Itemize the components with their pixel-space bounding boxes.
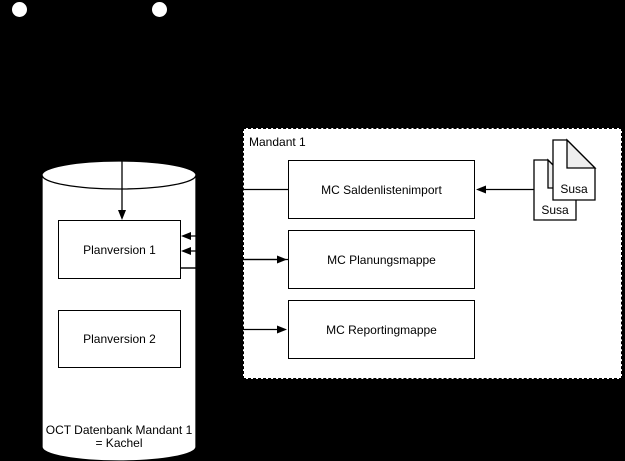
arrowhead-left-icon — [476, 185, 486, 194]
connector-lines — [121, 134, 534, 331]
arrowhead-down-icon — [118, 210, 126, 220]
document-front-label: Susa — [560, 182, 588, 196]
arrowhead-left-icon — [181, 247, 191, 255]
bullet-dot-1 — [12, 2, 27, 17]
node-planversion-2: Planversion 2 — [58, 310, 181, 368]
database-caption-line1: OCT Datenbank Mandant 1 — [45, 423, 193, 437]
node-mc-planungsmappe: MC Planungsmappe — [288, 230, 475, 289]
node-mc-reportingmappe: MC Reportingmappe — [288, 300, 475, 359]
arrowhead-right-icon — [277, 255, 287, 264]
document-shape-front — [552, 138, 597, 201]
mandant-container-label: Mandant 1 — [249, 135, 306, 149]
node-mc-reportingmappe-label: MC Reportingmappe — [326, 322, 437, 337]
connector-saldenlisten-to-planversion1 — [190, 188, 288, 237]
connector-arrowheads — [118, 185, 486, 334]
node-planversion-2-label: Planversion 2 — [83, 332, 156, 346]
bullet-dot-2 — [152, 2, 167, 17]
node-planversion-1-label: Planversion 1 — [83, 242, 156, 257]
document-back-label: Susa — [541, 203, 569, 217]
connector-planungsmappe-to-planversion1 — [190, 250, 288, 261]
node-mc-saldenlistenimport-label: MC Saldenlistenimport — [321, 182, 442, 197]
arrowhead-right-icon — [277, 325, 287, 334]
database-caption: OCT Datenbank Mandant 1 = Kachel — [42, 424, 196, 450]
node-planversion-1: Planversion 1 — [58, 220, 181, 279]
connector-planversion1-to-reportingmappe — [180, 267, 278, 331]
database-caption-line2: = Kachel — [95, 436, 143, 450]
node-mc-saldenlistenimport: MC Saldenlistenimport — [288, 160, 475, 219]
node-mc-planungsmappe-label: MC Planungsmappe — [327, 252, 436, 267]
arrowhead-left-icon — [181, 232, 191, 240]
